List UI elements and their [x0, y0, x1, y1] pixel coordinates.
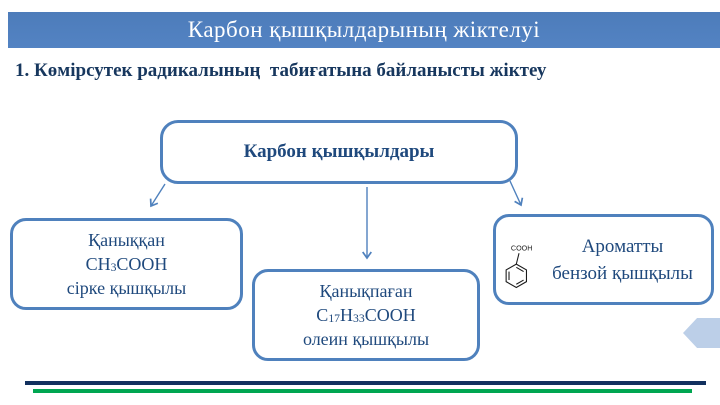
box-saturated-acids: Қаныққан CH3COOH сірке қышқылы	[10, 218, 243, 310]
box-unsaturated-acids: Қанықпаған C17H33COOH олеин қышқылы	[252, 269, 480, 361]
unsaturated-name: Қанықпаған	[319, 281, 413, 301]
unsaturated-example: олеин қышқылы	[302, 329, 430, 349]
root-box-label: Карбон қышқылдары	[243, 141, 435, 162]
box-aromatic-acids: COOH Ароматты бензой қышқылы	[493, 214, 714, 305]
cooh-label: COOH	[511, 244, 533, 253]
bottom-green-line	[33, 389, 692, 393]
saturated-example: сірке қышқылы	[66, 278, 187, 298]
chevron-left-decoration	[683, 318, 720, 348]
unsaturated-formula: C17H33COOH	[316, 305, 416, 326]
slide-title: Карбон қышқылдарының жіктелуі	[187, 17, 541, 42]
arrow-to-saturated	[149, 183, 166, 208]
bottom-navy-line	[25, 381, 706, 385]
title-bar: Карбон қышқылдарының жіктелуі	[8, 12, 720, 48]
saturated-formula: CH3COOH	[85, 254, 168, 275]
saturated-name: Қаныққан	[88, 230, 165, 250]
section-heading: 1. Көмірсутек радикалының табиғатына бай…	[15, 60, 547, 81]
arrow-to-aromatic	[509, 180, 524, 207]
root-box-carboxylic-acids: Карбон қышқылдары	[160, 120, 518, 184]
benzene-ring-icon: COOH	[505, 244, 533, 289]
aromatic-example: бензой қышқылы	[552, 262, 693, 284]
aromatic-name: Ароматты	[581, 235, 664, 257]
